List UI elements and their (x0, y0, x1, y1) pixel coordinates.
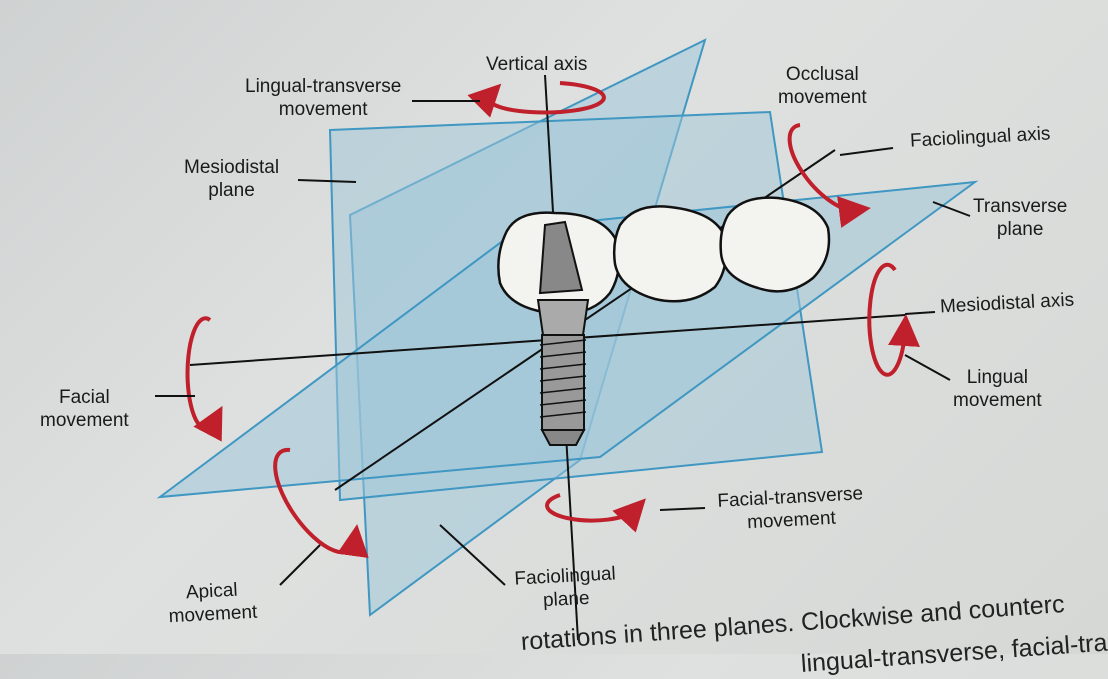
label-line: Transverse (973, 196, 1068, 217)
label-line: movement (778, 87, 867, 108)
lingual-arrow (867, 262, 920, 377)
apical-arrow (273, 447, 369, 559)
label-vertical-axis: Vertical axis (486, 54, 588, 75)
label-line: movement (278, 99, 368, 120)
lingual-transverse-arrow (467, 81, 606, 118)
facial-transverse-arrow (545, 493, 646, 533)
implant (536, 220, 590, 446)
facial-arrow (185, 316, 223, 442)
rotation-arrows (185, 81, 920, 559)
label-line: plane (208, 180, 255, 201)
diagram-figure (155, 38, 979, 641)
occlusal-arrow (787, 123, 871, 228)
label-line: Mesiodistal (184, 157, 280, 178)
label-line: movement (953, 390, 1042, 411)
label-line: Lingual (966, 367, 1028, 388)
label-line: Facial (59, 387, 110, 408)
label-line: movement (168, 601, 258, 628)
leader-lines (155, 100, 971, 586)
label-line: Occlusal (785, 64, 859, 85)
label-line: movement (40, 410, 129, 431)
label-line: plane (996, 219, 1044, 240)
label-line: Lingual-transverse (245, 76, 402, 97)
